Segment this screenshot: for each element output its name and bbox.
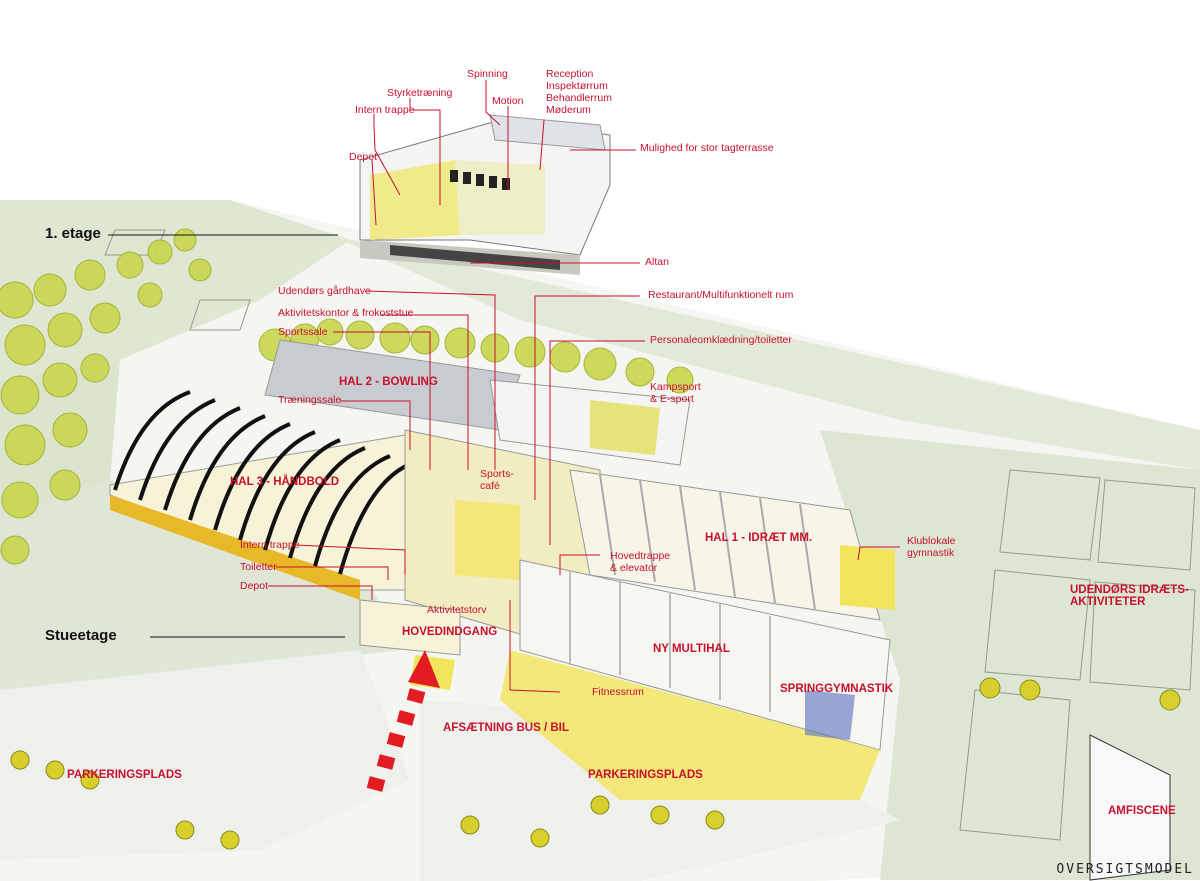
label-sportssale: Sportssale xyxy=(278,326,328,338)
label-intern-trappe-ground: Intern trappe xyxy=(240,539,300,551)
label-reception: Reception Inspektørrum Behandlerrum Møde… xyxy=(546,68,612,116)
label-spinning: Spinning xyxy=(467,68,508,80)
level-label-upper: 1. etage xyxy=(45,225,101,242)
label-personaleomklaedning: Personaleomklædning/toiletter xyxy=(650,334,792,346)
label-klublokale: Klublokale gymnastik xyxy=(907,535,956,559)
label-amfiscene: AMFISCENE xyxy=(1108,805,1176,817)
label-afsaetning: AFSÆTNING BUS / BIL xyxy=(443,722,569,734)
label-restaurant: Restaurant/Multifunktionelt rum xyxy=(648,289,794,301)
label-styrketraening: Styrketræning xyxy=(387,87,453,99)
label-fitnessrum: Fitnessrum xyxy=(592,686,644,698)
label-intern-trappe-upper: Intern trappe xyxy=(355,104,415,116)
label-hovedindgang: HOVEDINDGANG xyxy=(402,626,498,638)
trees xyxy=(0,228,694,565)
label-depot-ground: Depot xyxy=(240,580,269,592)
label-udendors-idraet: UDENDØRS IDRÆTS- AKTIVITETER xyxy=(1070,584,1189,608)
label-toiletter: Toiletter xyxy=(240,561,277,573)
label-udendors-gardhave: Udendørs gårdhave xyxy=(278,285,371,297)
label-hovedtrappe: Hovedtrappe & elevator xyxy=(610,550,671,574)
leader-lines xyxy=(268,80,900,693)
label-kampsport: Kampsport & E-sport xyxy=(650,381,701,405)
label-mulighed-tagterrasse: Mulighed for stor tagterrasse xyxy=(640,142,774,154)
label-aktivitetskontor: Aktivitetskontor & frokoststue xyxy=(278,307,414,319)
label-traeningssale: Træningssale xyxy=(278,394,342,406)
main-building xyxy=(109,339,895,800)
label-hal1: HAL 1 - IDRÆT MM. xyxy=(705,532,813,544)
label-aktivitetstorv: Aktivitetstorv xyxy=(427,604,487,616)
label-altan: Altan xyxy=(645,256,669,268)
level-lines xyxy=(108,234,345,638)
parking-trees xyxy=(10,677,1181,850)
drawing-title: OVERSIGTSMODEL xyxy=(1056,862,1194,877)
label-parkering-right: PARKERINGSPLADS xyxy=(588,769,703,781)
label-springgymnastik: SPRINGGYMNASTIK xyxy=(780,683,894,695)
label-hal2: HAL 2 - BOWLING xyxy=(339,376,438,388)
label-depot-upper: Depot xyxy=(349,151,378,163)
label-parkering-left: PARKERINGSPLADS xyxy=(67,769,182,781)
upper-floor-model xyxy=(359,114,611,275)
entrance-arrow xyxy=(366,650,440,792)
label-ny-multihal: NY MULTIHAL xyxy=(653,643,730,655)
label-motion: Motion xyxy=(492,95,524,107)
label-hal3: HAL 3 - HÅNDBOLD xyxy=(230,476,340,488)
level-label-ground: Stueetage xyxy=(45,627,117,644)
label-sportscafe: Sports- café xyxy=(480,468,514,492)
